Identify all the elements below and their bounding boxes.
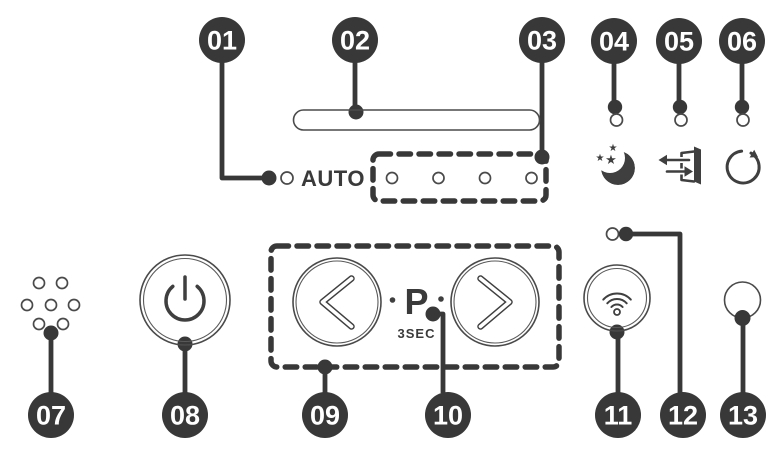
callout-badge-09: 09 <box>302 392 348 438</box>
leader-08 <box>177 336 193 393</box>
callout-badge-05: 05 <box>656 18 702 64</box>
fan-level-leds <box>385 171 538 185</box>
fan-led-3 <box>478 171 492 185</box>
callout-badge-07: 07 <box>28 392 74 438</box>
wifi-button <box>583 264 651 332</box>
leader-02 <box>348 62 364 120</box>
panel-artwork: AUTO ★ ★ ★ <box>20 109 761 370</box>
callout-badge-12: 12 <box>660 392 706 438</box>
status-led-12 <box>605 227 620 241</box>
power-button <box>139 254 231 346</box>
chevron-right-button <box>450 257 540 347</box>
svg-text:08: 08 <box>170 401 200 431</box>
led-group-outline <box>370 151 549 204</box>
p-left-dot <box>389 297 396 303</box>
star-icon: ★ <box>609 143 618 154</box>
callout-badge-04: 04 <box>591 18 637 64</box>
sleep-moon-icon: ★ ★ ★ <box>596 143 635 185</box>
callout-badge-03: 03 <box>519 17 565 63</box>
callout-badges: 01 02 03 04 05 06 07 08 09 10 11 <box>28 17 766 438</box>
fan-led-2 <box>432 171 445 185</box>
fan-led-1 <box>385 171 399 185</box>
callout-badge-02: 02 <box>332 17 378 63</box>
svg-text:02: 02 <box>340 26 370 56</box>
leader-06 <box>734 63 750 115</box>
callout-badge-11: 11 <box>595 392 641 438</box>
auto-label: AUTO <box>301 166 365 191</box>
svg-text:10: 10 <box>433 401 463 431</box>
svg-text:04: 04 <box>599 27 629 57</box>
auto-led <box>280 171 294 185</box>
chevron-left-button <box>292 257 382 347</box>
exit-vent-icon <box>658 146 701 185</box>
svg-text:05: 05 <box>664 27 694 57</box>
leader-lines <box>43 62 762 393</box>
chevron-left-icon <box>319 275 355 330</box>
power-icon <box>164 275 206 322</box>
svg-text:12: 12 <box>668 401 698 431</box>
rotate-cw-icon <box>725 149 761 185</box>
leader-07 <box>43 325 59 393</box>
chevron-right-icon <box>477 275 513 330</box>
callout-badge-10: 10 <box>425 392 471 438</box>
program-marking: P 3SEC <box>389 281 444 341</box>
sleep-led <box>609 113 624 127</box>
svg-text:06: 06 <box>727 27 757 57</box>
leader-05 <box>672 63 688 115</box>
svg-text:09: 09 <box>310 401 340 431</box>
leader-13 <box>723 281 762 393</box>
hold-time-label: 3SEC <box>398 326 436 341</box>
wifi-icon <box>602 292 632 316</box>
star-icon: ★ <box>596 153 605 164</box>
leader-01 <box>219 62 277 186</box>
svg-text:13: 13 <box>728 401 758 431</box>
leader-04 <box>607 63 623 115</box>
display-bar <box>292 109 541 131</box>
mist-outlet-icon <box>20 276 81 331</box>
leader-11 <box>609 324 625 393</box>
star-icon: ★ <box>605 153 617 168</box>
svg-text:07: 07 <box>36 401 66 431</box>
callout-badge-13: 13 <box>720 392 766 438</box>
program-letter: P <box>404 281 428 322</box>
callout-badge-08: 08 <box>162 392 208 438</box>
svg-text:03: 03 <box>527 26 557 56</box>
svg-text:01: 01 <box>207 26 237 56</box>
svg-text:11: 11 <box>604 401 633 431</box>
leader-12 <box>605 226 683 393</box>
rotate-led <box>736 113 750 127</box>
button-group-outline <box>268 243 562 370</box>
callout-badge-01: 01 <box>199 17 245 63</box>
fan-led-4 <box>525 171 538 185</box>
exit-led <box>674 113 688 127</box>
p-right-dot <box>438 296 444 302</box>
callout-badge-06: 06 <box>719 18 765 64</box>
